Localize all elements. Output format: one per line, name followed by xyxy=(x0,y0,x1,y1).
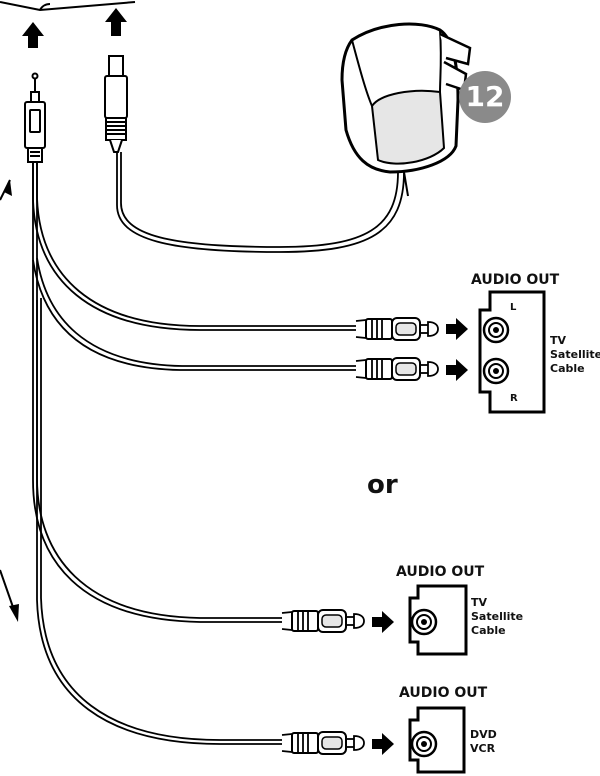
device-label: DVD xyxy=(470,728,497,741)
panel-header: AUDIO OUT xyxy=(396,564,485,580)
device-label: Cable xyxy=(550,362,585,375)
audio-out-panel-tv xyxy=(408,584,468,656)
device-label: Cable xyxy=(471,624,506,637)
channel-left-label: L xyxy=(510,302,517,313)
power-plug xyxy=(104,55,128,153)
cables xyxy=(32,152,405,745)
rca-plug-dvd xyxy=(281,731,365,755)
audio-out-panel-dvd xyxy=(408,706,466,774)
panel-header: AUDIO OUT xyxy=(471,272,560,288)
device-label: Satellite xyxy=(471,610,524,623)
jack-right-icon xyxy=(482,357,510,385)
rca-plug-right xyxy=(355,357,439,381)
audio-jack-plug xyxy=(24,72,46,163)
arrow-right-icon xyxy=(446,318,468,340)
jack-icon xyxy=(410,608,438,636)
channel-right-label: R xyxy=(510,393,518,404)
jack-icon xyxy=(410,730,438,758)
jack-left-icon xyxy=(482,316,510,344)
wall-adapter xyxy=(340,22,472,197)
up-arrow-power-icon xyxy=(105,8,127,36)
step-badge xyxy=(459,71,511,123)
rca-plug-left xyxy=(355,317,439,341)
rca-plug-tv xyxy=(281,609,365,633)
device-label: Satellite xyxy=(550,348,600,361)
device-label: TV xyxy=(471,596,488,609)
arrow-right-icon xyxy=(372,733,394,755)
left-arrow-up-icon xyxy=(0,179,12,201)
up-arrow-audio-icon xyxy=(22,22,44,48)
audio-out-panel-stereo xyxy=(478,290,546,414)
or-separator: or xyxy=(367,470,398,500)
panel-header: AUDIO OUT xyxy=(399,685,488,701)
arrow-right-icon xyxy=(372,611,394,633)
left-arrow-down-icon xyxy=(0,569,19,622)
device-edge xyxy=(0,1,136,12)
device-label: VCR xyxy=(470,742,496,755)
arrow-right-icon xyxy=(446,359,468,381)
step-number: 12 xyxy=(465,80,505,113)
device-label: TV xyxy=(550,334,567,347)
